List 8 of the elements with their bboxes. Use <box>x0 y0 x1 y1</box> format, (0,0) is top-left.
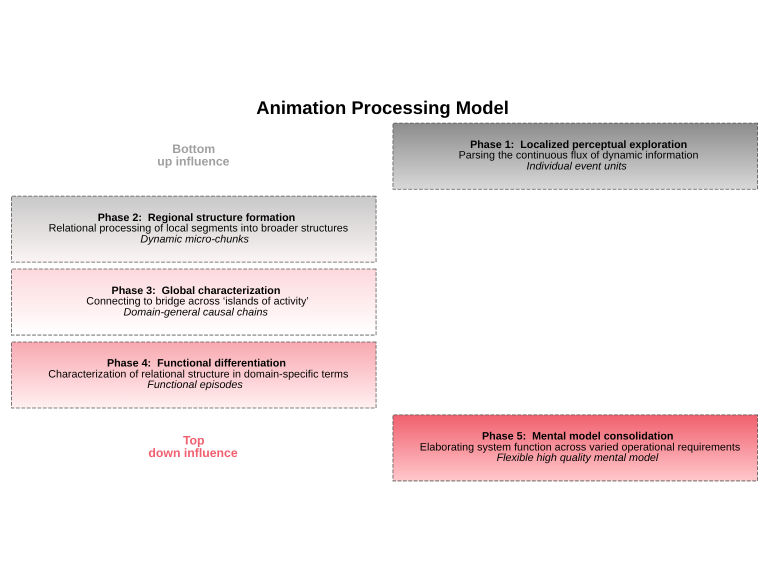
node-box: Phase 5: Mental model consolidation Elaborating system function across varied operational requirements Flexible high quality mental model <box>392 414 758 481</box>
node-box: Phase 2: Regional structure formation Relational processing of local segments into broader structures Dynamic micro-chunks <box>11 195 376 262</box>
label: Bottom up influence <box>157 141 230 168</box>
node-box: Phase 1: Localized perceptual exploration Parsing the continuous flux of dynamic information Individual event units <box>392 122 758 190</box>
diagram-title: Animation Processing Model <box>256 96 509 118</box>
node-box: Phase 4: Functional differentiation Characterization of relational structure in domain-specific terms Functional episodes <box>11 341 376 408</box>
label: Top down influence <box>148 433 238 460</box>
node-box: Phase 3: Global characterization Connecting to bridge across ‘islands of activity’ Domain-general causal chains <box>11 268 376 335</box>
